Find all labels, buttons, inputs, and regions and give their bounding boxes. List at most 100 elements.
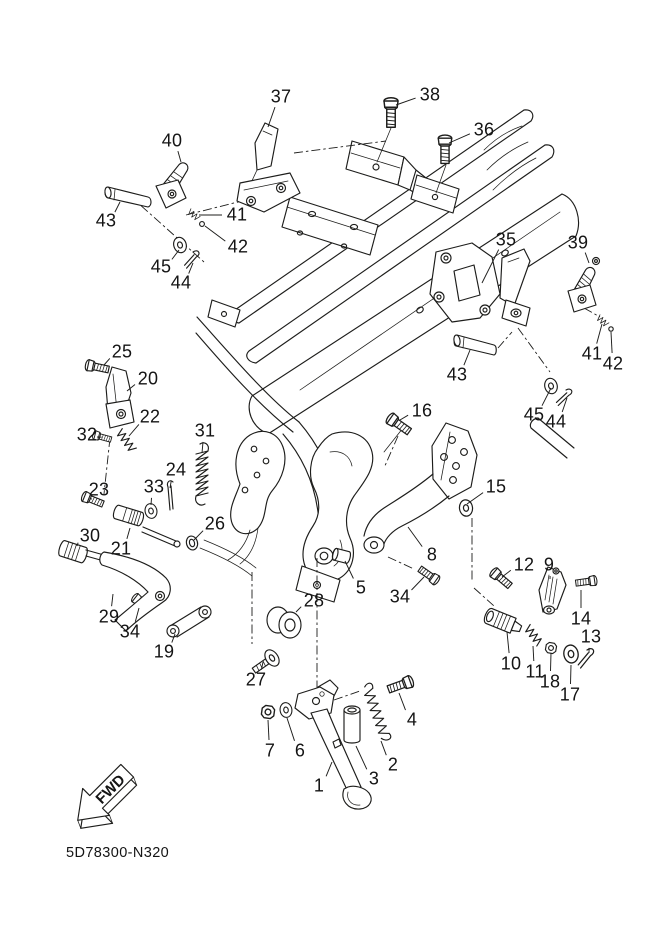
part-label-15: 15 [485,476,507,497]
leader-line-36 [448,133,471,144]
leader-line-45-right [541,387,552,406]
leader-line-35 [481,249,500,284]
part-label-45-right: 45 [523,404,545,425]
part-label-7: 7 [264,740,276,761]
part-label-36: 36 [473,119,495,140]
part-27-screw [251,649,280,674]
part-40-footrest-front [155,162,189,209]
leader-line-16 [399,414,409,421]
leader-line-28 [295,606,302,613]
part-42-right-ball [608,326,614,332]
part-label-16: 16 [411,400,433,421]
leader-line-5 [344,560,354,579]
leader-line-42-right [610,331,613,354]
leader-line-29 [111,593,114,607]
part-41-left-spring [188,208,201,221]
leader-line-39 [584,252,590,264]
part-20-shift-pedal-bracket [105,366,135,429]
part-label-24: 24 [165,459,187,480]
part-label-27: 27 [245,669,267,690]
part-8-footrest-hanger [363,422,478,554]
part-44-right-cotter-pin [555,386,574,409]
fwd-arrow: FWD [77,763,138,829]
part-label-1: 1 [313,775,325,796]
leader-line-25 [103,358,111,366]
part-3-collar [343,705,361,744]
leader-line-31 [201,441,204,454]
part-label-14: 14 [570,608,592,629]
part-label-32: 32 [76,424,98,445]
part-31-spring [195,442,209,506]
leader-line-33 [150,497,152,506]
part-9-brake-pedal-arm [538,566,567,615]
part-17-washer [561,643,581,665]
part-19-shift-link [166,605,212,638]
part-label-30: 30 [79,525,101,546]
part-label-18: 18 [539,671,561,692]
part-24-pin [166,480,174,511]
leader-line-34-left [134,607,140,622]
part-41-right-spring [597,314,610,327]
part-38-bolt [383,97,399,128]
part-label-21: 21 [110,538,132,559]
part-13-cotter-pin [577,646,595,671]
part-label-25: 25 [111,341,133,362]
part-label-38: 38 [419,84,441,105]
part-label-45-left: 45 [150,256,172,277]
part-37-footrest-bracket [236,122,301,213]
part-29-shift-lever [99,551,171,632]
part-28-roller [266,606,302,639]
leader-line-6 [286,717,295,741]
leader-line-17 [570,664,572,685]
part-label-31: 31 [194,420,216,441]
assembly-centerlines [103,127,601,701]
part-45-right-washer [542,376,560,396]
part-label-43-right: 43 [446,364,468,385]
leader-line-7 [267,719,270,741]
leader-line-21 [126,527,131,540]
leader-line-4 [398,692,406,711]
leader-line-26 [193,530,204,541]
part-label-22: 22 [139,406,161,427]
leader-line-19 [171,633,176,643]
part-6-washer [278,701,294,719]
part-label-42-left: 42 [227,236,249,257]
part-label-34-center: 34 [389,586,411,607]
part-36-bolt [437,134,453,165]
part-label-41-right: 41 [581,343,603,364]
part-label-6: 6 [294,740,306,761]
part-label-2: 2 [387,754,399,775]
part-label-43-left: 43 [95,210,117,231]
part-34-center-screw [416,563,442,587]
part-label-44-right: 44 [545,411,567,432]
part-label-33: 33 [143,476,165,497]
part-label-4: 4 [406,709,418,730]
part-1-side-stand [294,679,372,810]
leader-line-8 [407,526,423,547]
part-label-34-left: 34 [119,621,141,642]
leader-line-20 [126,384,136,392]
part-label-44-left: 44 [170,272,192,293]
leader-line-15 [466,492,484,505]
part-label-37: 37 [270,86,292,107]
part-35-footrest-bracket-rear [429,242,531,327]
part-label-10: 10 [500,653,522,674]
part-39-footrest-rear [567,256,601,313]
part-33-washer [143,501,159,521]
part-10-rod-end [483,608,523,634]
part-22-spring [116,428,137,451]
part-label-26: 26 [204,513,226,534]
leader-line-2 [380,740,387,756]
leader-line-44-right [561,397,568,413]
leader-line-44-left [188,262,194,274]
leader-lines [76,97,613,777]
part-label-39: 39 [567,232,589,253]
leader-line-43-left [114,201,121,213]
part-12-bolt [487,565,515,591]
leader-line-27 [260,661,264,670]
leader-line-24 [169,480,172,489]
part-label-29: 29 [98,606,120,627]
leader-line-11 [532,645,535,662]
part-14-pin [574,574,599,589]
